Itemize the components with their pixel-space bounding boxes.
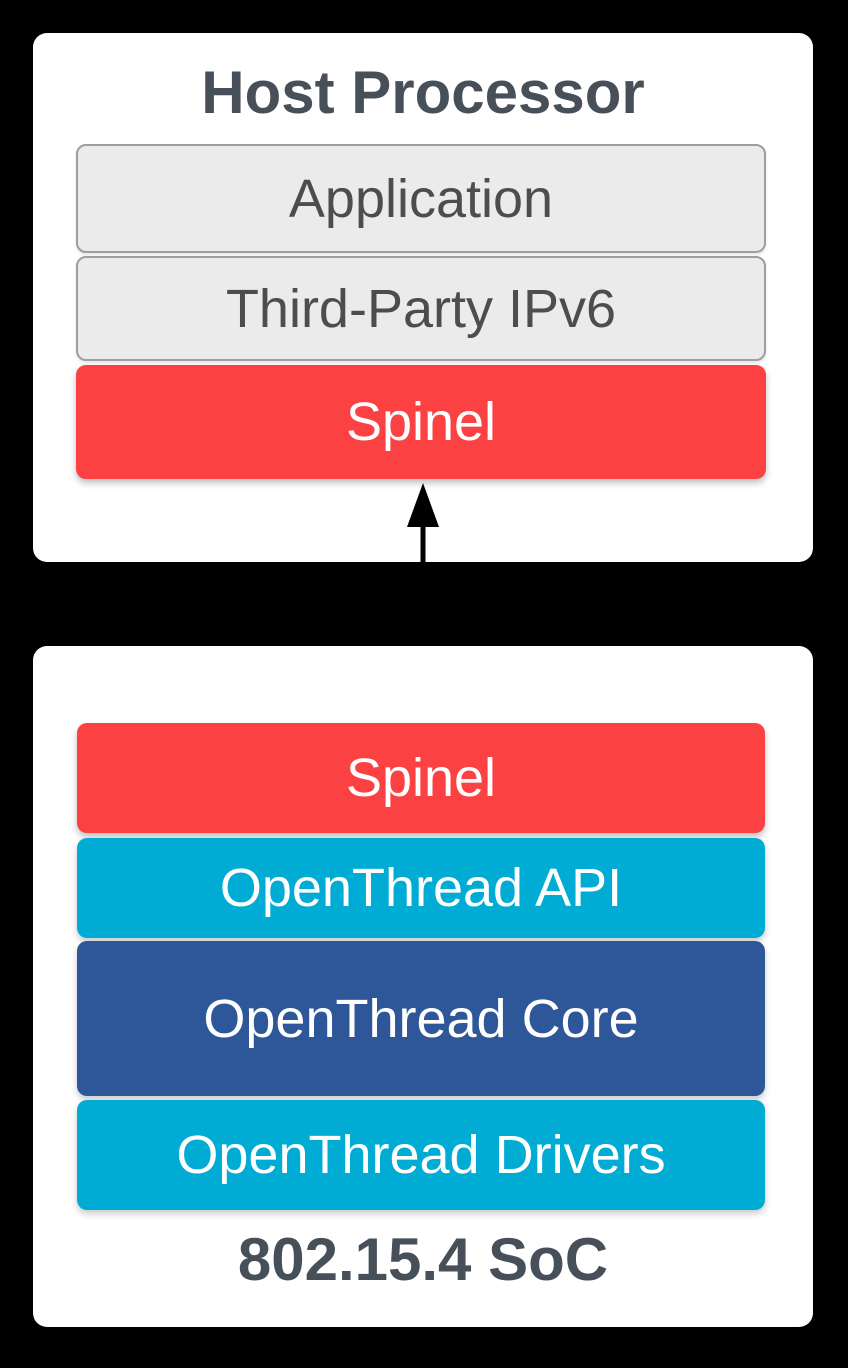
host-processor-title: Host Processor [201, 59, 645, 126]
layer-application: Application [76, 144, 766, 253]
layer-spinel-soc-label: Spinel [345, 748, 497, 808]
layer-third-party-ipv6-label: Third-Party IPv6 [225, 278, 617, 339]
layer-openthread-core: OpenThread Core [77, 941, 765, 1096]
layer-openthread-core-label: OpenThread Core [203, 988, 639, 1049]
layer-spinel-host: Spinel [76, 365, 766, 479]
soc-layer-stack: Spinel OpenThread API OpenThread Core Op… [77, 723, 765, 1210]
layer-application-label: Application [288, 168, 554, 229]
layer-openthread-api: OpenThread API [77, 838, 765, 938]
host-layer-stack: Application Third-Party IPv6 Spinel [76, 144, 766, 479]
layer-spinel-host-label: Spinel [345, 392, 497, 452]
host-processor-card: Host Processor Application Third-Party I… [33, 33, 813, 562]
layer-openthread-drivers-label: OpenThread Drivers [176, 1125, 666, 1185]
soc-card: Spinel OpenThread API OpenThread Core Op… [33, 646, 813, 1327]
soc-title: 802.15.4 SoC [237, 1226, 609, 1293]
layer-openthread-drivers: OpenThread Drivers [77, 1100, 765, 1210]
layer-third-party-ipv6: Third-Party IPv6 [76, 256, 766, 361]
layer-spinel-soc: Spinel [77, 723, 765, 833]
layer-openthread-api-label: OpenThread API [219, 858, 623, 918]
